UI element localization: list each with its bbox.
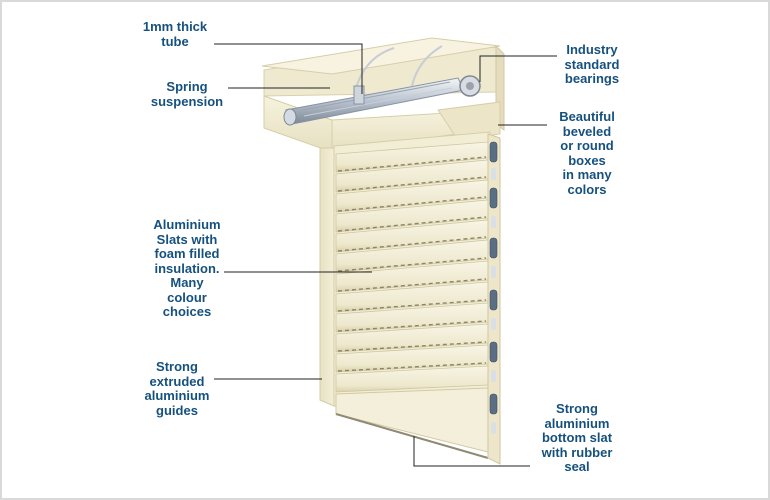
right-guide-rail — [487, 133, 501, 465]
label-bottom-slat: Strong aluminium bottom slat with rubber… — [541, 401, 613, 474]
spring-tube — [283, 45, 465, 126]
leader-lines — [214, 43, 557, 467]
label-boxes: Beautiful beveled or round boxes in many… — [559, 109, 615, 197]
leader-bearings — [479, 55, 557, 82]
left-guide-rail — [319, 147, 335, 407]
label-spring-suspension: Spring suspension — [150, 79, 224, 109]
bottom-slat — [335, 387, 489, 459]
label-bearings: Industry standard bearings — [564, 42, 620, 86]
leader-bottom-slat — [413, 436, 530, 467]
label-aluminium-slats: Aluminium Slats with foam filled insulat… — [153, 217, 221, 319]
leader-tube — [214, 43, 363, 94]
label-aluminium-guides: Strong extruded aluminium guides — [144, 359, 210, 418]
slat-panel — [333, 131, 491, 423]
bearing — [459, 75, 481, 97]
label-tube: 1mm thick tube — [142, 19, 208, 49]
